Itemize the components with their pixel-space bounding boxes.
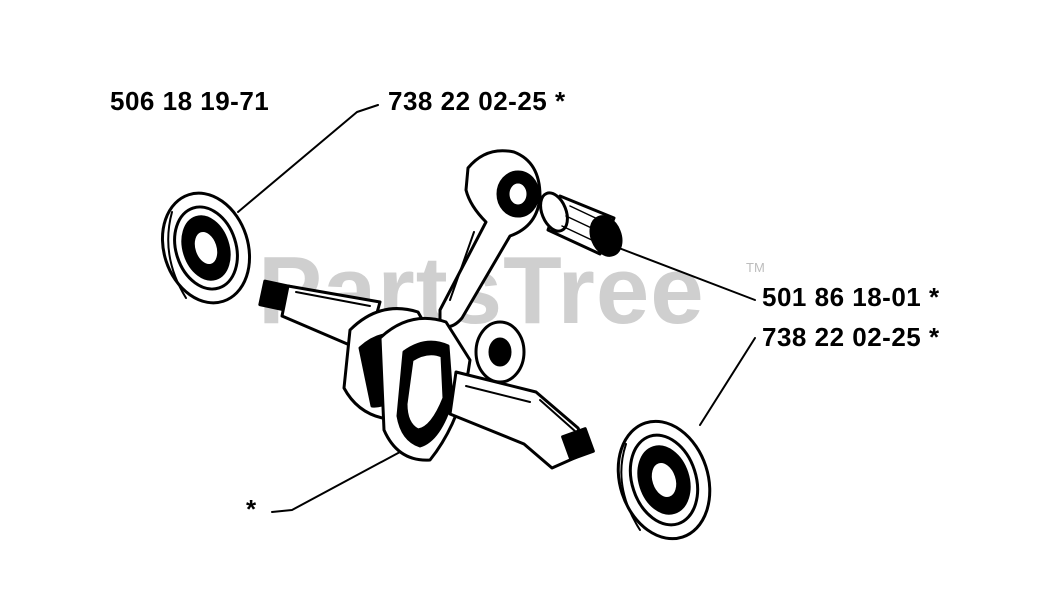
crank-pin xyxy=(474,320,526,384)
watermark-trademark: TM xyxy=(746,260,765,275)
part-number-main: 506 18 19-71 xyxy=(110,86,270,116)
part-number-bearing-bottom: 738 22 02-25 * xyxy=(762,322,940,352)
right-shaft xyxy=(448,370,595,470)
right-bearing xyxy=(616,419,712,541)
needle-bearing xyxy=(539,191,623,257)
leader-lines xyxy=(237,104,756,513)
connecting-rod xyxy=(438,149,542,329)
part-number-needle-bearing: 501 86 18-01 * xyxy=(762,282,940,312)
part-number-bearing-top: 738 22 02-25 * xyxy=(388,86,566,116)
left-bearing xyxy=(160,191,252,305)
crank-webs xyxy=(342,307,472,462)
crankshaft-asterisk: * xyxy=(246,494,257,524)
